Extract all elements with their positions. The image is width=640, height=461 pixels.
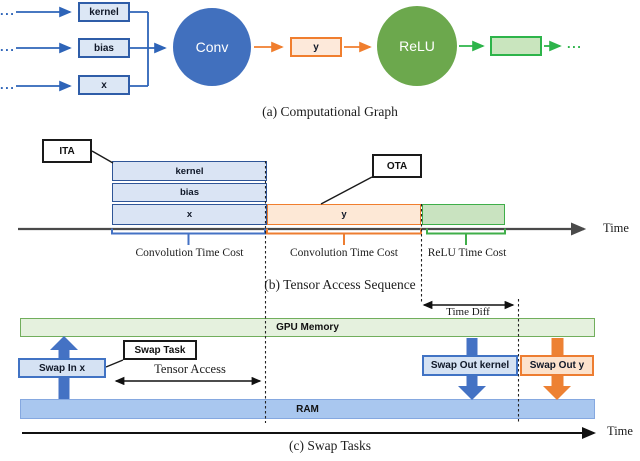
gpu-memory-label: GPU Memory bbox=[276, 322, 339, 333]
swap-task-pointer-line bbox=[105, 359, 124, 368]
node-x-label: x bbox=[101, 79, 107, 91]
relu-cost-bracket bbox=[426, 228, 506, 245]
ota-pointer-line bbox=[320, 176, 373, 205]
conv-cost-bracket-2 bbox=[266, 228, 422, 245]
ota-label: OTA bbox=[386, 160, 408, 172]
access-bar-kernel-label: kernel bbox=[175, 165, 204, 177]
swap-in-x-label: Swap In x bbox=[38, 362, 86, 374]
access-bar-x: x bbox=[112, 204, 267, 225]
ita-callout: ITA bbox=[42, 139, 92, 163]
node-kernel-label: kernel bbox=[89, 6, 119, 18]
node-bias-label: bias bbox=[93, 42, 114, 54]
swap-out-y-label: Swap Out y bbox=[529, 360, 585, 371]
swap-out-kernel-label: Swap Out kernel bbox=[430, 360, 510, 371]
swap-task-callout: Swap Task bbox=[123, 340, 197, 360]
ram-bar: RAM bbox=[20, 399, 595, 419]
time-diff-label: Time Diff bbox=[446, 306, 490, 318]
node-y: y bbox=[290, 37, 342, 57]
access-bar-x-label: x bbox=[186, 209, 193, 220]
access-bar-bias: bias bbox=[112, 183, 267, 202]
input-ellipsis-3: ... bbox=[0, 77, 16, 92]
input-ellipsis-1: ... bbox=[0, 3, 16, 18]
conv-cost-bracket-1 bbox=[111, 228, 266, 245]
node-bias: bias bbox=[78, 38, 130, 58]
output-ellipsis: ... bbox=[567, 36, 583, 51]
node-y-label: y bbox=[313, 41, 319, 53]
node-x: x bbox=[78, 75, 130, 95]
access-bar-y: y bbox=[267, 204, 421, 225]
node-kernel: kernel bbox=[78, 2, 130, 22]
ram-label: RAM bbox=[296, 403, 319, 415]
access-bar-relu-output bbox=[422, 204, 505, 225]
conv-node: Conv bbox=[173, 8, 251, 86]
time-axis-c-label: Time bbox=[607, 424, 633, 438]
conv-cost-label-2: Convolution Time Cost bbox=[289, 247, 398, 259]
ota-callout: OTA bbox=[372, 154, 422, 178]
access-bar-y-label: y bbox=[341, 209, 347, 220]
swap-task-label: Swap Task bbox=[134, 344, 186, 356]
swap-in-x-box: Swap In x bbox=[18, 358, 106, 378]
swap-out-y-box: Swap Out y bbox=[520, 355, 594, 376]
caption-a: (a) Computational Graph bbox=[262, 104, 398, 119]
caption-b: (b) Tensor Access Sequence bbox=[264, 277, 416, 292]
tensor-access-label: Tensor Access bbox=[154, 362, 226, 376]
swap-out-kernel-box: Swap Out kernel bbox=[422, 355, 518, 376]
cost-brackets bbox=[111, 228, 506, 245]
input-ellipsis-2: ... bbox=[0, 39, 16, 54]
access-bar-bias-label: bias bbox=[179, 187, 199, 198]
relu-cost-label: ReLU Time Cost bbox=[427, 247, 507, 259]
relu-node-label: ReLU bbox=[399, 38, 435, 54]
ita-pointer-line bbox=[91, 150, 114, 164]
relu-output-node bbox=[490, 36, 542, 56]
relu-node: ReLU bbox=[377, 6, 457, 86]
access-bar-kernel: kernel bbox=[112, 161, 267, 181]
conv-node-label: Conv bbox=[195, 39, 229, 55]
time-axis-b-label: Time bbox=[603, 221, 629, 235]
gpu-memory-bar: GPU Memory bbox=[20, 318, 595, 337]
caption-c: (c) Swap Tasks bbox=[288, 438, 372, 453]
ita-label: ITA bbox=[59, 145, 75, 157]
conv-cost-label-1: Convolution Time Cost bbox=[135, 247, 244, 259]
